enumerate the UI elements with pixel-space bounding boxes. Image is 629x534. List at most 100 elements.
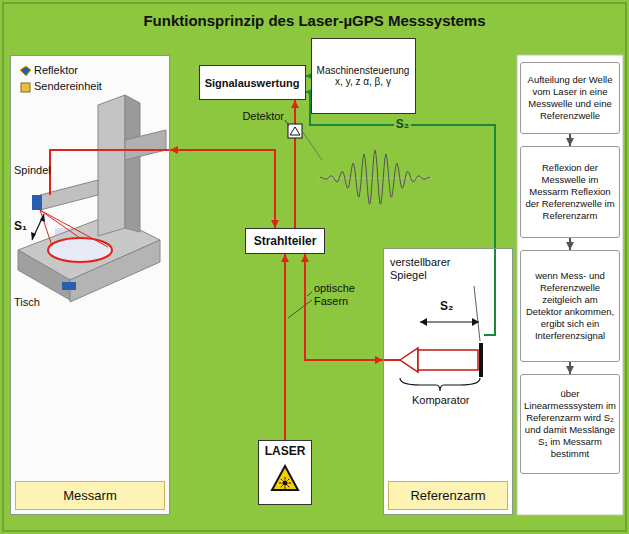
arrowhead [271, 220, 279, 228]
step-box: über Linearmesssystem im Referenzarm wir… [520, 374, 620, 474]
frame [3, 3, 626, 531]
node-text: Strahlteiler [254, 234, 317, 248]
messarm-panel-ground [10, 55, 170, 515]
connector-line [284, 254, 286, 440]
laser-ray [287, 485, 289, 487]
laser-ray [281, 479, 283, 481]
part-label: Detektor [226, 110, 284, 123]
connector-line [294, 100, 296, 228]
s1-arrowhead [40, 214, 45, 222]
comparator-tube [418, 350, 478, 370]
laser-ray [285, 477, 286, 480]
part-label: Spindel [14, 164, 51, 177]
step-box: Aufteilung der Welle vom Laser in eine M… [520, 62, 620, 134]
laser-ray [279, 483, 282, 484]
crossbeam [125, 130, 166, 160]
connector [170, 146, 279, 228]
edge-label: S₂ [394, 118, 411, 131]
laser-ray [289, 483, 292, 484]
spindle-arm [40, 180, 98, 210]
arrowhead [291, 100, 299, 108]
arrowhead [301, 254, 309, 262]
s2-arrowhead [420, 318, 427, 326]
panel-label: Referenzarm [388, 481, 508, 510]
laser-ray [281, 485, 283, 487]
diagram-title: Funktionsprinzip des Laser-µGPS Messsyst… [0, 12, 629, 29]
spindle [32, 195, 42, 210]
node-text: über Linearmesssystem im Referenzarm wir… [524, 388, 616, 459]
comparator-illustration [288, 248, 495, 391]
leader-line [302, 131, 322, 160]
connector-line [306, 92, 496, 248]
node-text: LASER [265, 444, 306, 458]
warning-triangle [272, 466, 298, 490]
part-label: optische Fasern [314, 282, 376, 307]
machine-column-side [125, 95, 140, 232]
referenzarm-panel-ground [383, 248, 513, 515]
node-text: Signalauswertung [205, 77, 300, 89]
dimension-label: S₂ [440, 300, 453, 314]
node-text: Reflexion der Messwelle im Messarm Refle… [524, 162, 616, 221]
node-text: wenn Mess- und Referenzwelle zeitgleich … [524, 270, 616, 341]
detector-box [288, 124, 302, 138]
steps-panel [517, 55, 623, 515]
leader-line [474, 286, 480, 341]
fiber [383, 359, 400, 361]
machine-column [98, 95, 125, 236]
part-label: Reflektor [34, 64, 78, 77]
laser-ray [285, 487, 286, 490]
arrowhead [170, 146, 178, 154]
s2-dimension [420, 321, 479, 322]
step-box: wenn Mess- und Referenzwelle zeitgleich … [520, 250, 620, 362]
part-label: Sendereinheit [34, 80, 102, 93]
arrowhead [375, 356, 383, 364]
detector-triangle [290, 127, 300, 135]
connector-line [170, 150, 275, 228]
machine-illustration [18, 66, 170, 302]
control-box: Maschinensteuerung x, y, z α, β, γ [311, 38, 416, 114]
leader-line [288, 300, 312, 318]
signal-axis [318, 178, 432, 179]
laser-box: LASER [258, 440, 312, 505]
part-label: verstellbarer Spiegel [390, 256, 476, 281]
interference-wave [320, 150, 430, 204]
beam-fan [40, 210, 108, 247]
beam-fan [40, 210, 80, 238]
arrowhead [281, 254, 289, 262]
adjustable-mirror [479, 343, 483, 377]
arrowhead [566, 138, 574, 146]
s1-arrowhead [31, 232, 36, 240]
leader-line [285, 120, 289, 126]
leader-line [307, 292, 312, 296]
connector-line [305, 254, 383, 360]
workpiece [48, 238, 112, 262]
s1-dimension [32, 214, 44, 240]
arrowhead [566, 242, 574, 250]
arm-panel: Referenzarm [383, 248, 513, 515]
part-label: Tisch [14, 296, 40, 309]
connector [301, 254, 383, 364]
scale-signal [484, 248, 495, 335]
panel-label: Messarm [15, 481, 165, 510]
step-box: Reflexion der Messwelle im Messarm Refle… [520, 146, 620, 238]
interference-signal [318, 150, 432, 204]
arrowhead [566, 366, 574, 374]
collimator [400, 348, 418, 372]
process-box: Signalauswertung [199, 65, 306, 100]
comparator-brace [400, 378, 480, 391]
dimension-label: S₁ [14, 220, 27, 234]
laser-star [283, 481, 288, 486]
beam-splitter-box: Strahlteiler [245, 228, 325, 254]
connector [281, 254, 289, 440]
connector [566, 362, 574, 374]
table-part [62, 282, 76, 290]
sender-icon [21, 83, 30, 92]
laser-warning-icon [270, 464, 300, 492]
node-text: Aufteilung der Welle vom Laser in eine M… [524, 74, 616, 122]
connector [566, 238, 574, 250]
part-label: Komparator [412, 394, 469, 407]
measuring-beam [50, 150, 170, 195]
detector-symbol [285, 120, 322, 160]
laser-ray [287, 479, 289, 481]
